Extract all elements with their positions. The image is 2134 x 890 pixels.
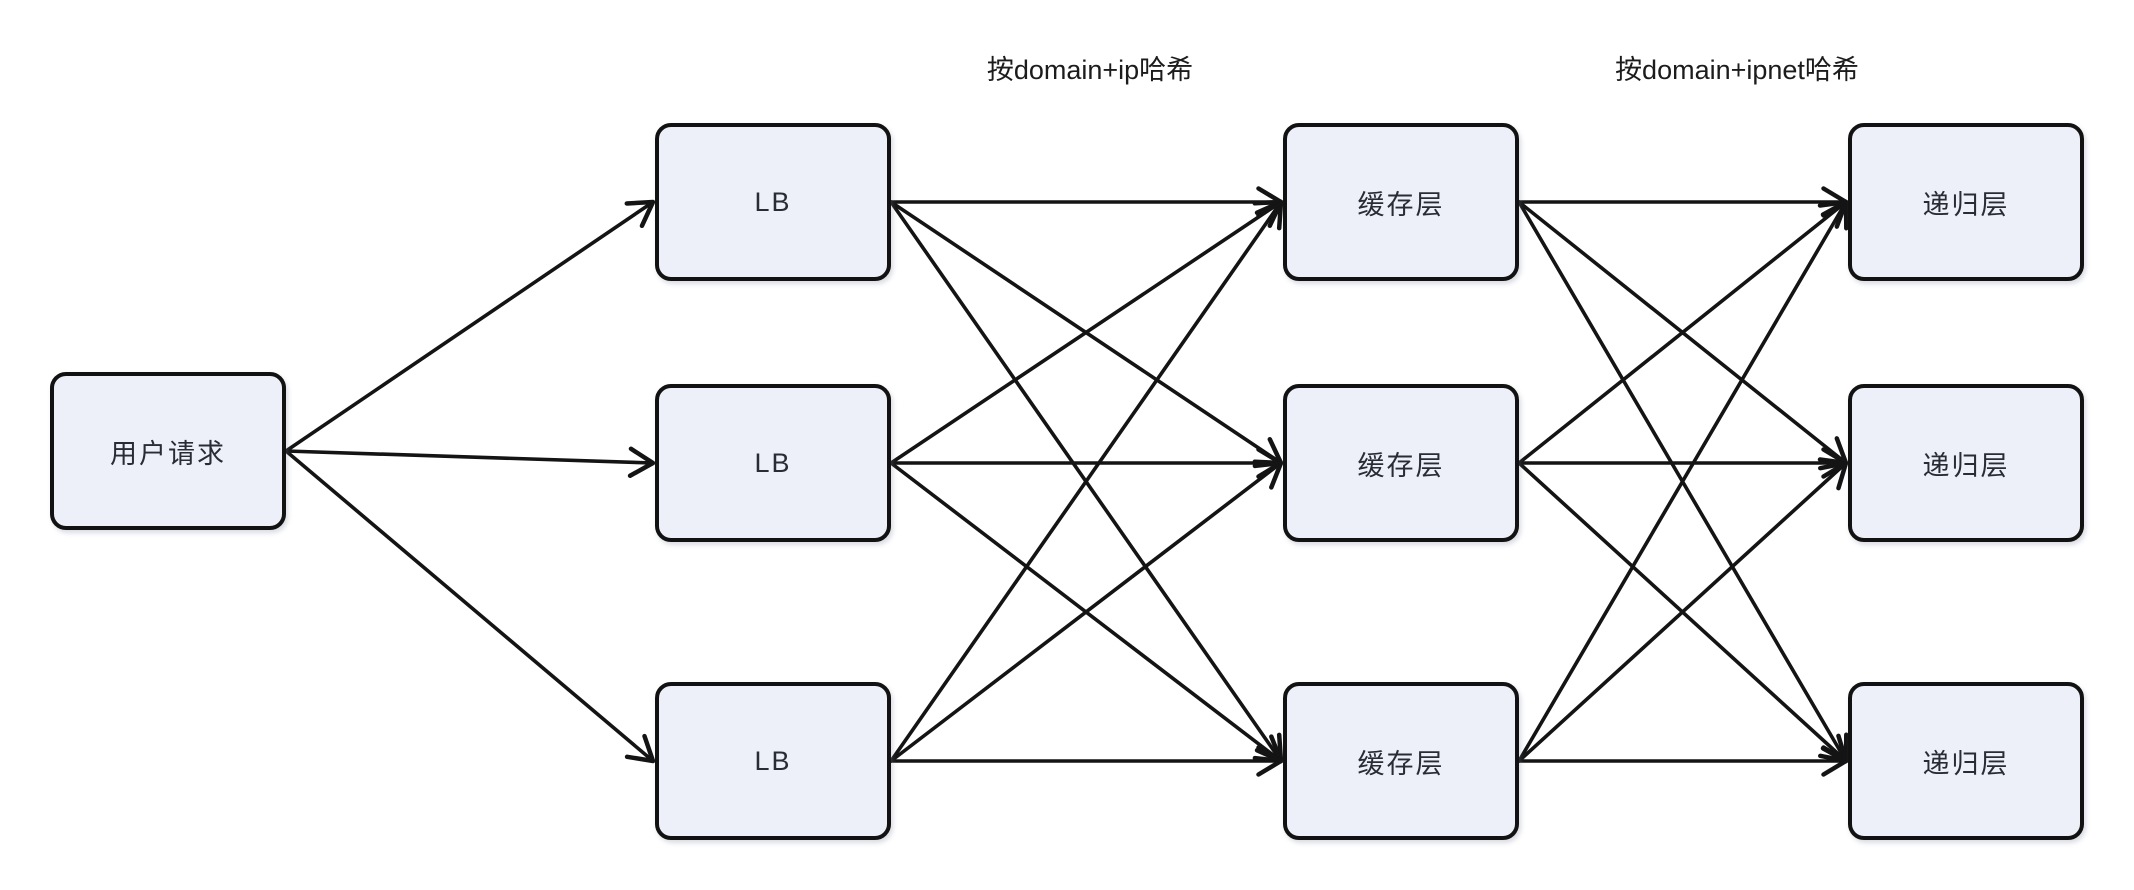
node-recursive-layer-1-label: 递归层: [1922, 189, 2010, 220]
hash-label-domain-ipnet: 按domain+ipnet哈希: [1615, 55, 1859, 85]
edge-arrow-cache1-rec2: [1517, 200, 1849, 466]
edge-arrow-user-lb3: [284, 449, 656, 764]
node-lb-3: LB: [655, 682, 891, 840]
node-recursive-layer-1: 递归层: [1848, 123, 2084, 281]
edge-arrow-lb1-cache2: [889, 200, 1284, 466]
node-cache-layer-1: 缓存层: [1283, 123, 1519, 281]
node-cache-layer-2: 缓存层: [1283, 384, 1519, 542]
node-recursive-layer-3-label: 递归层: [1922, 748, 2010, 779]
edge-arrow-lb3-cache2: [889, 460, 1284, 763]
node-lb-1-label: LB: [754, 186, 792, 217]
node-recursive-layer-2-label: 递归层: [1922, 450, 2010, 481]
edge-arrow-user-lb2: [284, 446, 656, 479]
edge-arrow-lb1-cache3: [889, 200, 1284, 764]
edge-arrow-cache3-rec2: [1517, 460, 1849, 763]
node-cache-layer-3: 缓存层: [1283, 682, 1519, 840]
node-lb-3-label: LB: [754, 745, 792, 776]
node-user-request: 用户请求: [50, 372, 286, 530]
edge-arrow-user-lb1: [284, 199, 656, 453]
node-user-request-label: 用户请求: [110, 438, 226, 469]
edge-arrow-lb3-cache1: [889, 199, 1284, 763]
hash-label-domain-ip: 按domain+ip哈希: [986, 55, 1194, 85]
node-cache-layer-2-label: 缓存层: [1357, 450, 1445, 481]
edge-arrow-lb2-cache1: [889, 199, 1284, 465]
edge-arrow-cache2-rec3: [1517, 461, 1849, 764]
node-recursive-layer-2: 递归层: [1848, 384, 2084, 542]
node-cache-layer-3-label: 缓存层: [1357, 748, 1445, 779]
edge-arrow-lb2-cache3: [889, 461, 1284, 764]
node-lb-1: LB: [655, 123, 891, 281]
edge-arrow-cache2-rec1: [1517, 199, 1849, 465]
node-cache-layer-1-label: 缓存层: [1357, 189, 1445, 220]
edge-arrow-cache1-rec3: [1517, 200, 1849, 764]
edge-arrow-cache3-rec1: [1517, 199, 1849, 763]
node-lb-2: LB: [655, 384, 891, 542]
node-recursive-layer-3: 递归层: [1848, 682, 2084, 840]
node-lb-2-label: LB: [754, 447, 792, 478]
